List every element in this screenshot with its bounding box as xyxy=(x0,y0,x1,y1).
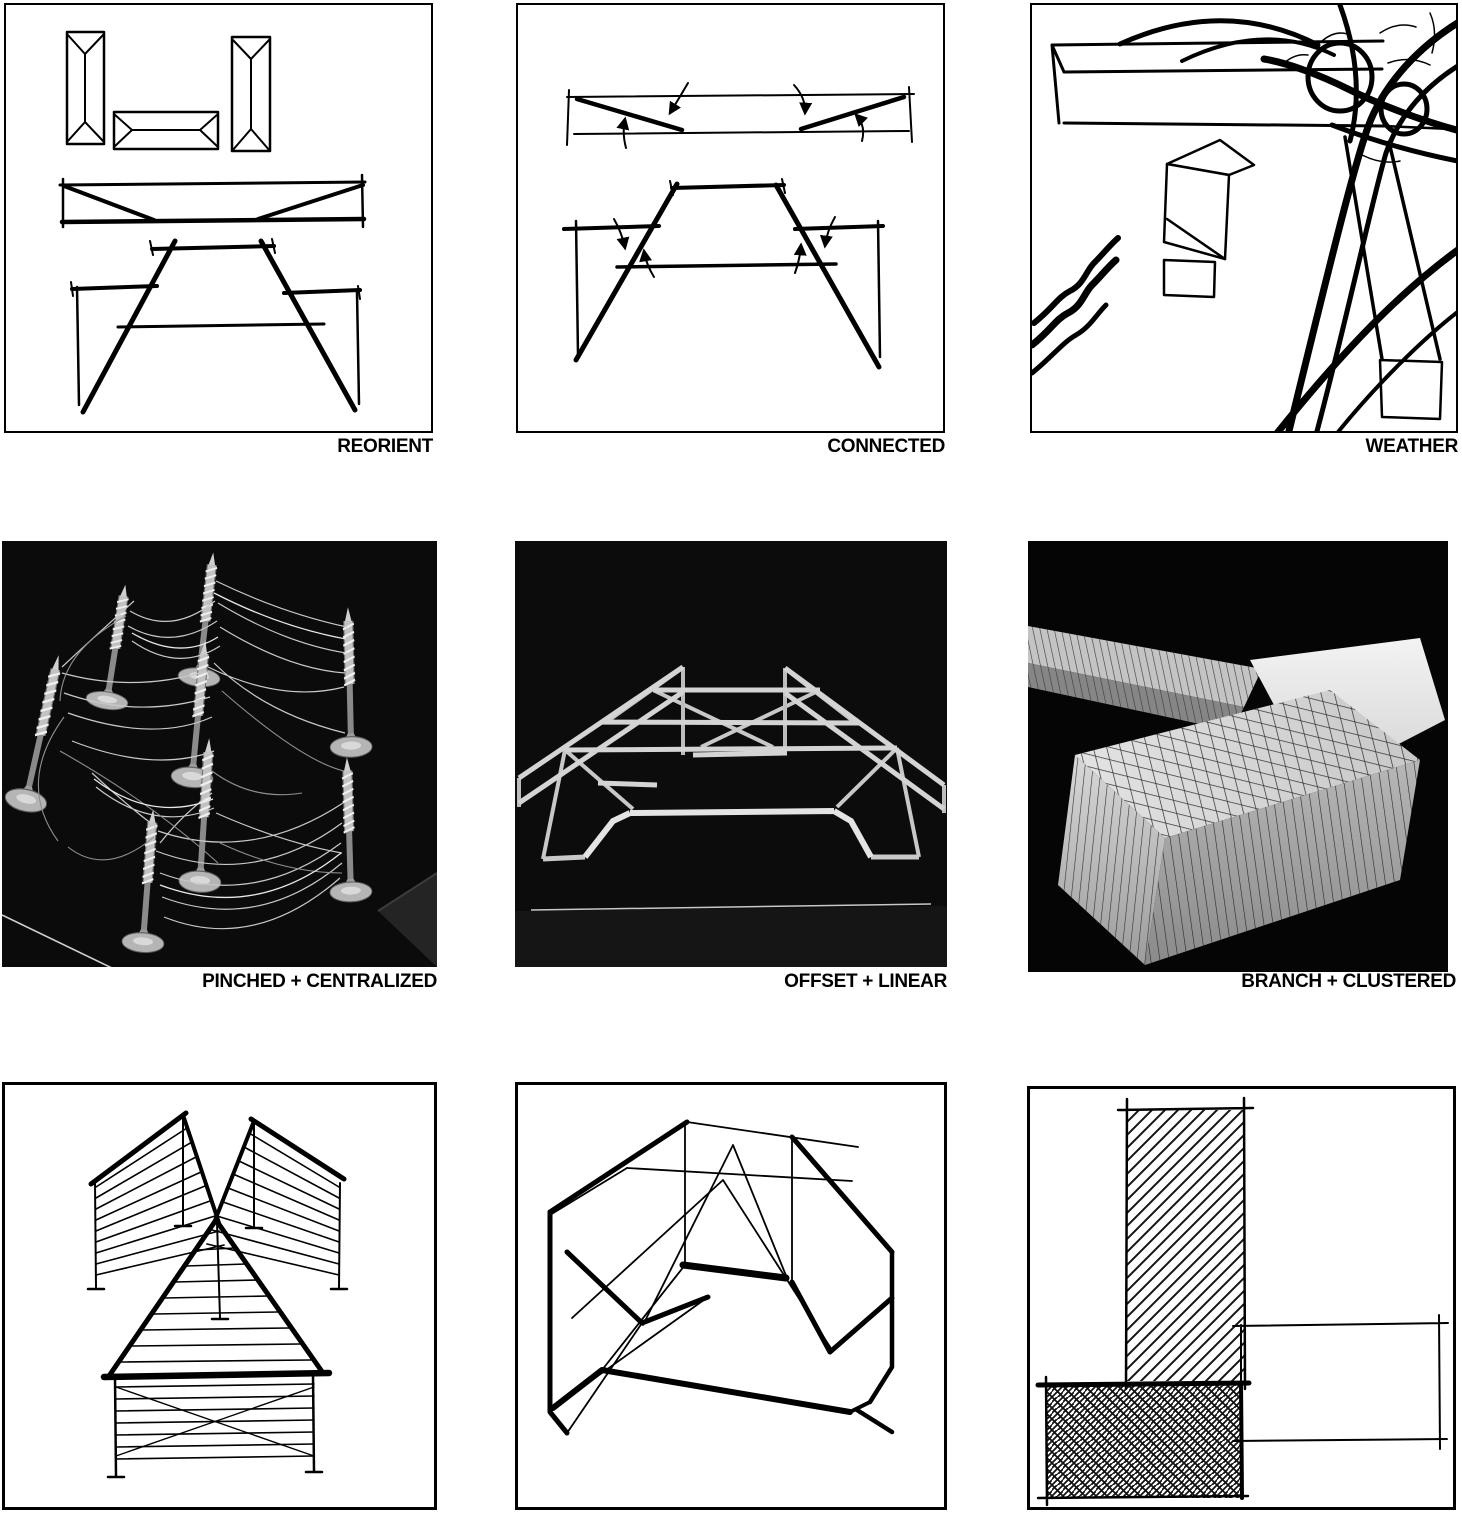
panel-hatched-rectangles xyxy=(1027,1086,1456,1510)
folded-frame-structure-drawing xyxy=(547,1119,895,1436)
branch-clustered-model-photo xyxy=(1028,541,1448,972)
panel-branch-clustered xyxy=(1028,541,1448,972)
reorient-sketch-drawing xyxy=(58,30,367,415)
sail-structure-drawing xyxy=(86,1110,349,1479)
weather-sketch-drawing xyxy=(1032,5,1456,431)
panel-folded-frame-structure xyxy=(515,1082,947,1510)
panel-weather xyxy=(1030,3,1458,433)
caption-weather: WEATHER xyxy=(1365,436,1458,457)
caption-offset-linear: OFFSET + LINEAR xyxy=(784,971,947,992)
caption-reorient: REORIENT xyxy=(337,436,433,457)
panel-sail-structure xyxy=(2,1082,437,1510)
hatched-rectangles-drawing xyxy=(1035,1096,1449,1507)
caption-branch-clustered: BRANCH + CLUSTERED xyxy=(1241,971,1456,992)
panel-reorient xyxy=(4,3,433,433)
connected-sketch-drawing xyxy=(562,82,915,370)
panel-connected xyxy=(516,3,945,433)
panel-offset-linear xyxy=(515,541,947,967)
caption-pinched-centralized: PINCHED + CENTRALIZED xyxy=(202,971,437,992)
pinched-centralized-model-photo xyxy=(2,541,437,967)
caption-connected: CONNECTED xyxy=(827,436,945,457)
panel-pinched-centralized xyxy=(2,541,437,967)
offset-linear-model-photo xyxy=(515,541,947,967)
